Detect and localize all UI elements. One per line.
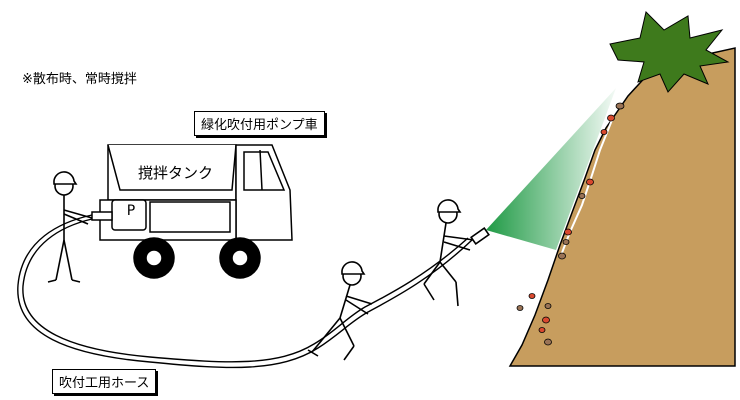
slope-surface-line: [559, 119, 613, 259]
spray-cone: [486, 88, 616, 250]
slope: [508, 47, 736, 367]
worker-hose-handler: [307, 261, 373, 361]
worker-sprayer: [423, 199, 490, 307]
truck-icon: [91, 144, 293, 279]
hose: [17, 214, 473, 369]
tree-icon: [609, 11, 730, 93]
hose-inner: [22, 218, 469, 363]
rocks: [516, 102, 625, 346]
pump-label: P: [126, 203, 136, 219]
helmet-icon: [341, 261, 366, 275]
tank-label: 撹拌タンク: [138, 164, 214, 182]
helmet-icon: [53, 171, 78, 185]
hose-label: 吹付工用ホース: [52, 369, 157, 394]
spray-nozzle: [470, 227, 490, 245]
truck-label: 緑化吹付用ポンプ車: [194, 111, 325, 136]
helmet-icon: [437, 199, 462, 213]
operation-note: ※散布時、常時撹拌: [22, 72, 137, 87]
worker-operator: [47, 171, 93, 283]
